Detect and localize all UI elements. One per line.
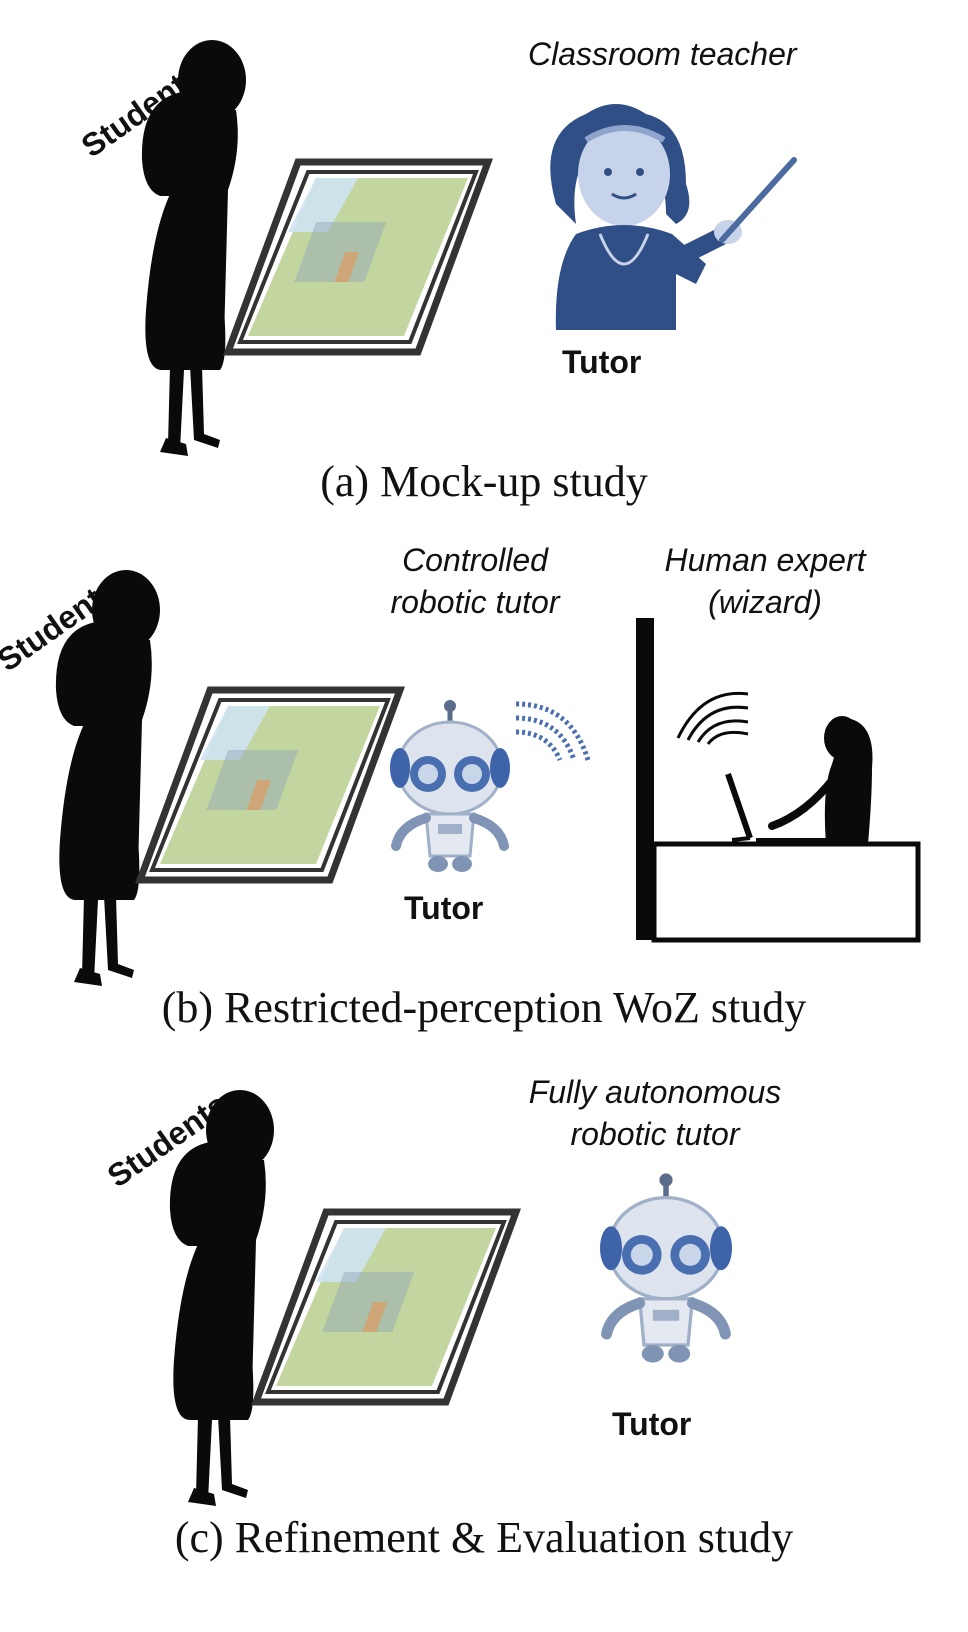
tutor-label-b: Tutor [404,890,484,926]
caption-a: (a) Mock-up study [320,457,648,506]
robot-label-c-line2: robotic tutor [570,1116,740,1152]
tablet-c [256,1212,521,1407]
tablet-b [140,690,405,885]
wizard-label-line2: (wizard) [708,584,822,620]
tutor-label-a: Tutor [562,344,642,380]
wizard-booth [636,618,921,943]
wireless-signal-icon [515,701,591,762]
robot-label-c-line1: Fully autonomous [528,1074,782,1110]
teacher-illustration [550,104,797,330]
robot-label-b-line1: Controlled [402,542,548,578]
robot-illustration-c [590,1180,730,1370]
wizard-label-line1: Human expert [664,542,866,578]
tablet-a [228,162,493,357]
caption-b: (b) Restricted-perception WoZ study [161,983,807,1032]
teacher-label: Classroom teacher [528,36,797,72]
tutor-label-c: Tutor [612,1406,692,1442]
caption-c: (c) Refinement & Evaluation study [174,1513,794,1562]
robot-label-b-line2: robotic tutor [390,584,560,620]
robot-illustration-b [390,706,510,876]
